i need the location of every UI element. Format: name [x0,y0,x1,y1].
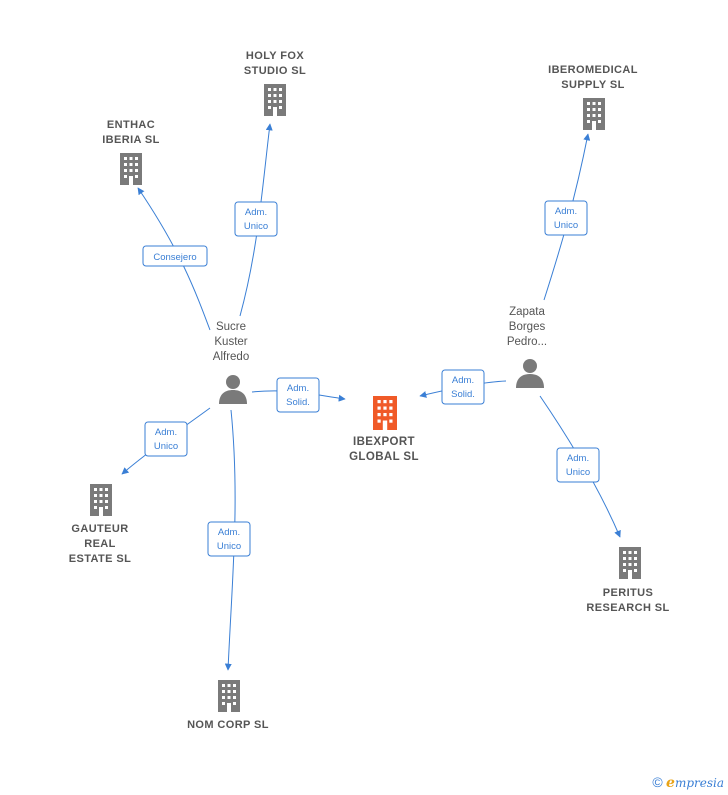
node-label-line: PERITUS [603,587,653,599]
building-icon [90,484,112,516]
node-label-line: GAUTEUR [71,523,128,535]
node-label-line: RESEARCH SL [586,602,669,614]
edge-label-sucre-nomcorp[interactable]: Adm. Unico [207,521,251,557]
node-ibexport[interactable]: IBEXPORT GLOBAL SL [349,396,419,463]
node-label-line: HOLY FOX [246,50,304,62]
node-iberomedical[interactable]: IBEROMEDICAL SUPPLY SL [548,64,638,130]
node-holy-fox[interactable]: HOLY FOX STUDIO SL [244,50,306,116]
edge-label-sucre-ibexport[interactable]: Adm. Solid. [276,377,320,413]
building-icon [619,547,641,579]
building-icon [120,153,142,185]
building-icon [218,680,240,712]
node-label-line: IBERIA SL [102,134,160,146]
node-label-line: SUPPLY SL [561,79,625,91]
edge-labels-layer: Adm. Unico Consejero Adm. Solid. Adm. Un… [142,200,600,557]
logo-text: mpresia [674,776,724,790]
node-label-line: IBEROMEDICAL [548,64,638,76]
node-label-line: Pedro... [507,336,547,348]
node-label-line: STUDIO SL [244,65,306,77]
edge-label-line: Unico [154,441,178,452]
copyright-symbol: © [652,774,663,790]
node-label-line: REAL [84,538,116,550]
edge-label-line: Adm. [555,206,577,217]
building-icon [373,396,397,430]
node-zapata[interactable]: Zapata Borges Pedro... [507,306,547,388]
node-enthac[interactable]: ENTHAC IBERIA SL [102,119,160,185]
node-label-line: Sucre [216,321,246,333]
edge-label-line: Adm. [245,207,267,218]
building-icon [583,98,605,130]
edge-label-line: Unico [554,220,578,231]
edge-label-line: Adm. [567,453,589,464]
node-sucre[interactable]: Sucre Kuster Alfredo [213,321,249,404]
node-label-line: Kuster [214,336,247,348]
node-label-line: Borges [509,321,546,333]
empresia-logo: empresia [666,775,724,791]
node-label-line: Alfredo [213,351,249,363]
node-gauteur[interactable]: GAUTEUR REAL ESTATE SL [69,484,131,565]
edge-label-sucre-enthac[interactable]: Consejero [142,245,208,267]
edge-label-line: Unico [217,541,241,552]
edge-label-line: Adm. [155,427,177,438]
node-label-line: Zapata [509,306,545,318]
node-peritus[interactable]: PERITUS RESEARCH SL [586,547,669,614]
edge-label-zapata-ibexport[interactable]: Adm. Solid. [441,369,485,405]
node-label-line: IBEXPORT [353,436,415,448]
edge-label-sucre-holyfox[interactable]: Adm. Unico [234,201,278,237]
edge-label-line: Adm. [287,383,309,394]
edge-label-zapata-peritus[interactable]: Adm. Unico [556,447,600,483]
edge-label-line: Unico [244,221,268,232]
edge-label-zapata-iberomedical[interactable]: Adm. Unico [544,200,588,236]
edge-label-line: Consejero [153,252,196,263]
footer-brand: © empresia [652,774,724,791]
edge-line-sucre-enthac [137,187,211,331]
building-icon [264,84,286,116]
edge-label-line: Adm. [218,527,240,538]
node-label-line: ESTATE SL [69,553,131,565]
person-icon [516,359,544,388]
node-label-line: NOM CORP SL [187,719,269,731]
person-icon [219,375,247,404]
edge-label-line: Adm. [452,375,474,386]
edge-label-line: Solid. [286,397,310,408]
edge-label-sucre-gauteur[interactable]: Adm. Unico [144,421,188,457]
nodes-layer: HOLY FOX STUDIO SL ENTHAC IBERIA SL [69,50,669,731]
node-nom-corp[interactable]: NOM CORP SL [187,680,269,731]
edge-label-line: Unico [566,467,590,478]
logo-initial: e [666,775,675,791]
edge-label-line: Solid. [451,389,475,400]
node-label-line: ENTHAC [107,119,155,131]
node-label-line: GLOBAL SL [349,451,419,463]
